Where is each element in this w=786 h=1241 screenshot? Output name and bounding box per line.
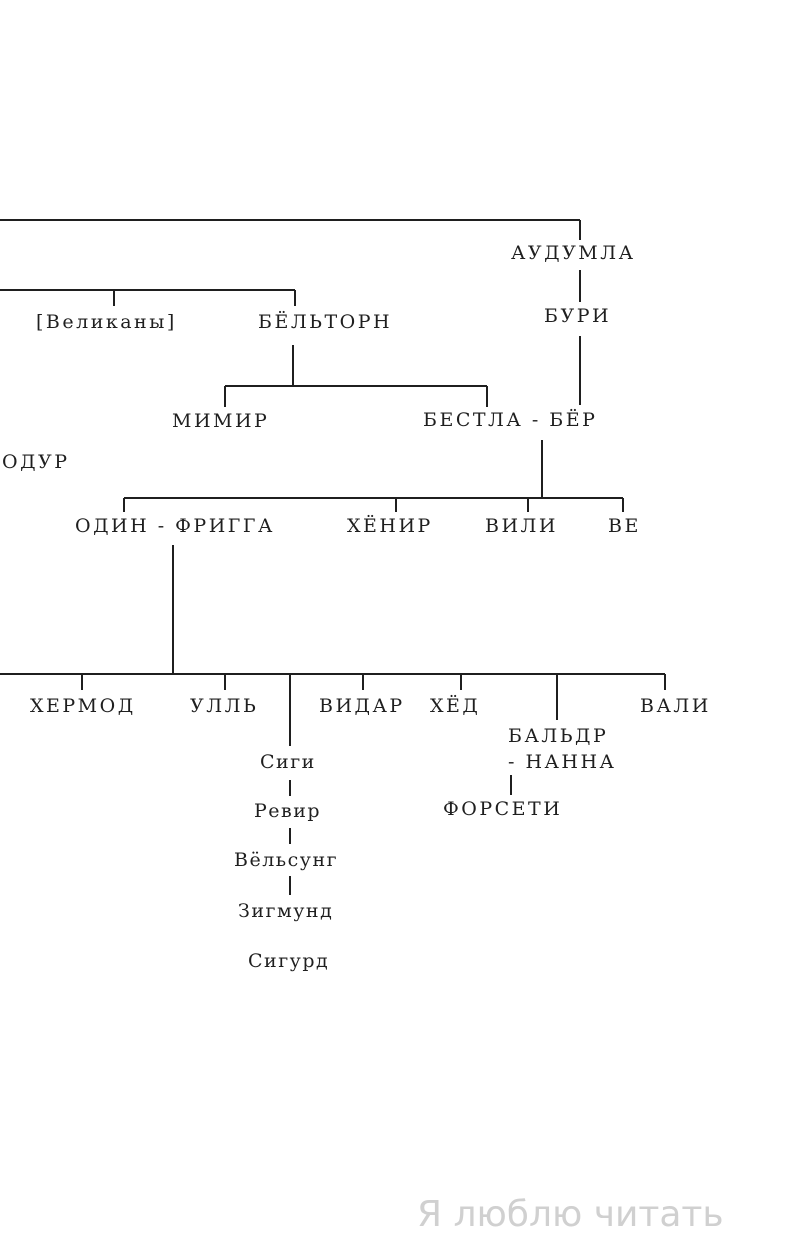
node-volsung: Вёльсунг bbox=[234, 849, 339, 871]
node-forseti: ФОРСЕТИ bbox=[443, 798, 563, 820]
node-vili: ВИЛИ bbox=[485, 515, 558, 537]
node-vali: ВАЛИ bbox=[640, 695, 711, 717]
node-sigmund: Зигмунд bbox=[238, 900, 334, 922]
node-odin-frigg: ОДИН - ФРИГГА bbox=[75, 515, 275, 537]
node-bestla-bor: БЕСТЛА - БЁР bbox=[423, 409, 598, 431]
node-giants: [Великаны] bbox=[36, 311, 177, 333]
node-audumla: АУДУМЛА bbox=[511, 242, 636, 264]
node-sigi: Сиги bbox=[260, 751, 316, 773]
node-mimir: МИМИР bbox=[172, 410, 270, 432]
node-rerir: Ревир bbox=[254, 800, 322, 822]
node-hod: ХЁД bbox=[430, 695, 481, 717]
node-sigurd: Сигурд bbox=[248, 950, 330, 972]
node-nanna: - НАННА bbox=[508, 751, 617, 773]
watermark-text: Я люблю читать bbox=[417, 1194, 724, 1235]
node-odur: ОДУР bbox=[2, 451, 70, 473]
node-hermod: ХЕРМОД bbox=[30, 695, 136, 717]
node-ull: УЛЛЬ bbox=[190, 695, 259, 717]
node-buri: БУРИ bbox=[544, 305, 612, 327]
node-hoenir: ХЁНИР bbox=[347, 515, 433, 537]
node-baldr: БАЛЬДР bbox=[508, 725, 609, 747]
node-ve: ВЕ bbox=[608, 515, 641, 537]
node-vidar: ВИДАР bbox=[319, 695, 405, 717]
node-bolthorn: БЁЛЬТОРН bbox=[258, 311, 393, 333]
